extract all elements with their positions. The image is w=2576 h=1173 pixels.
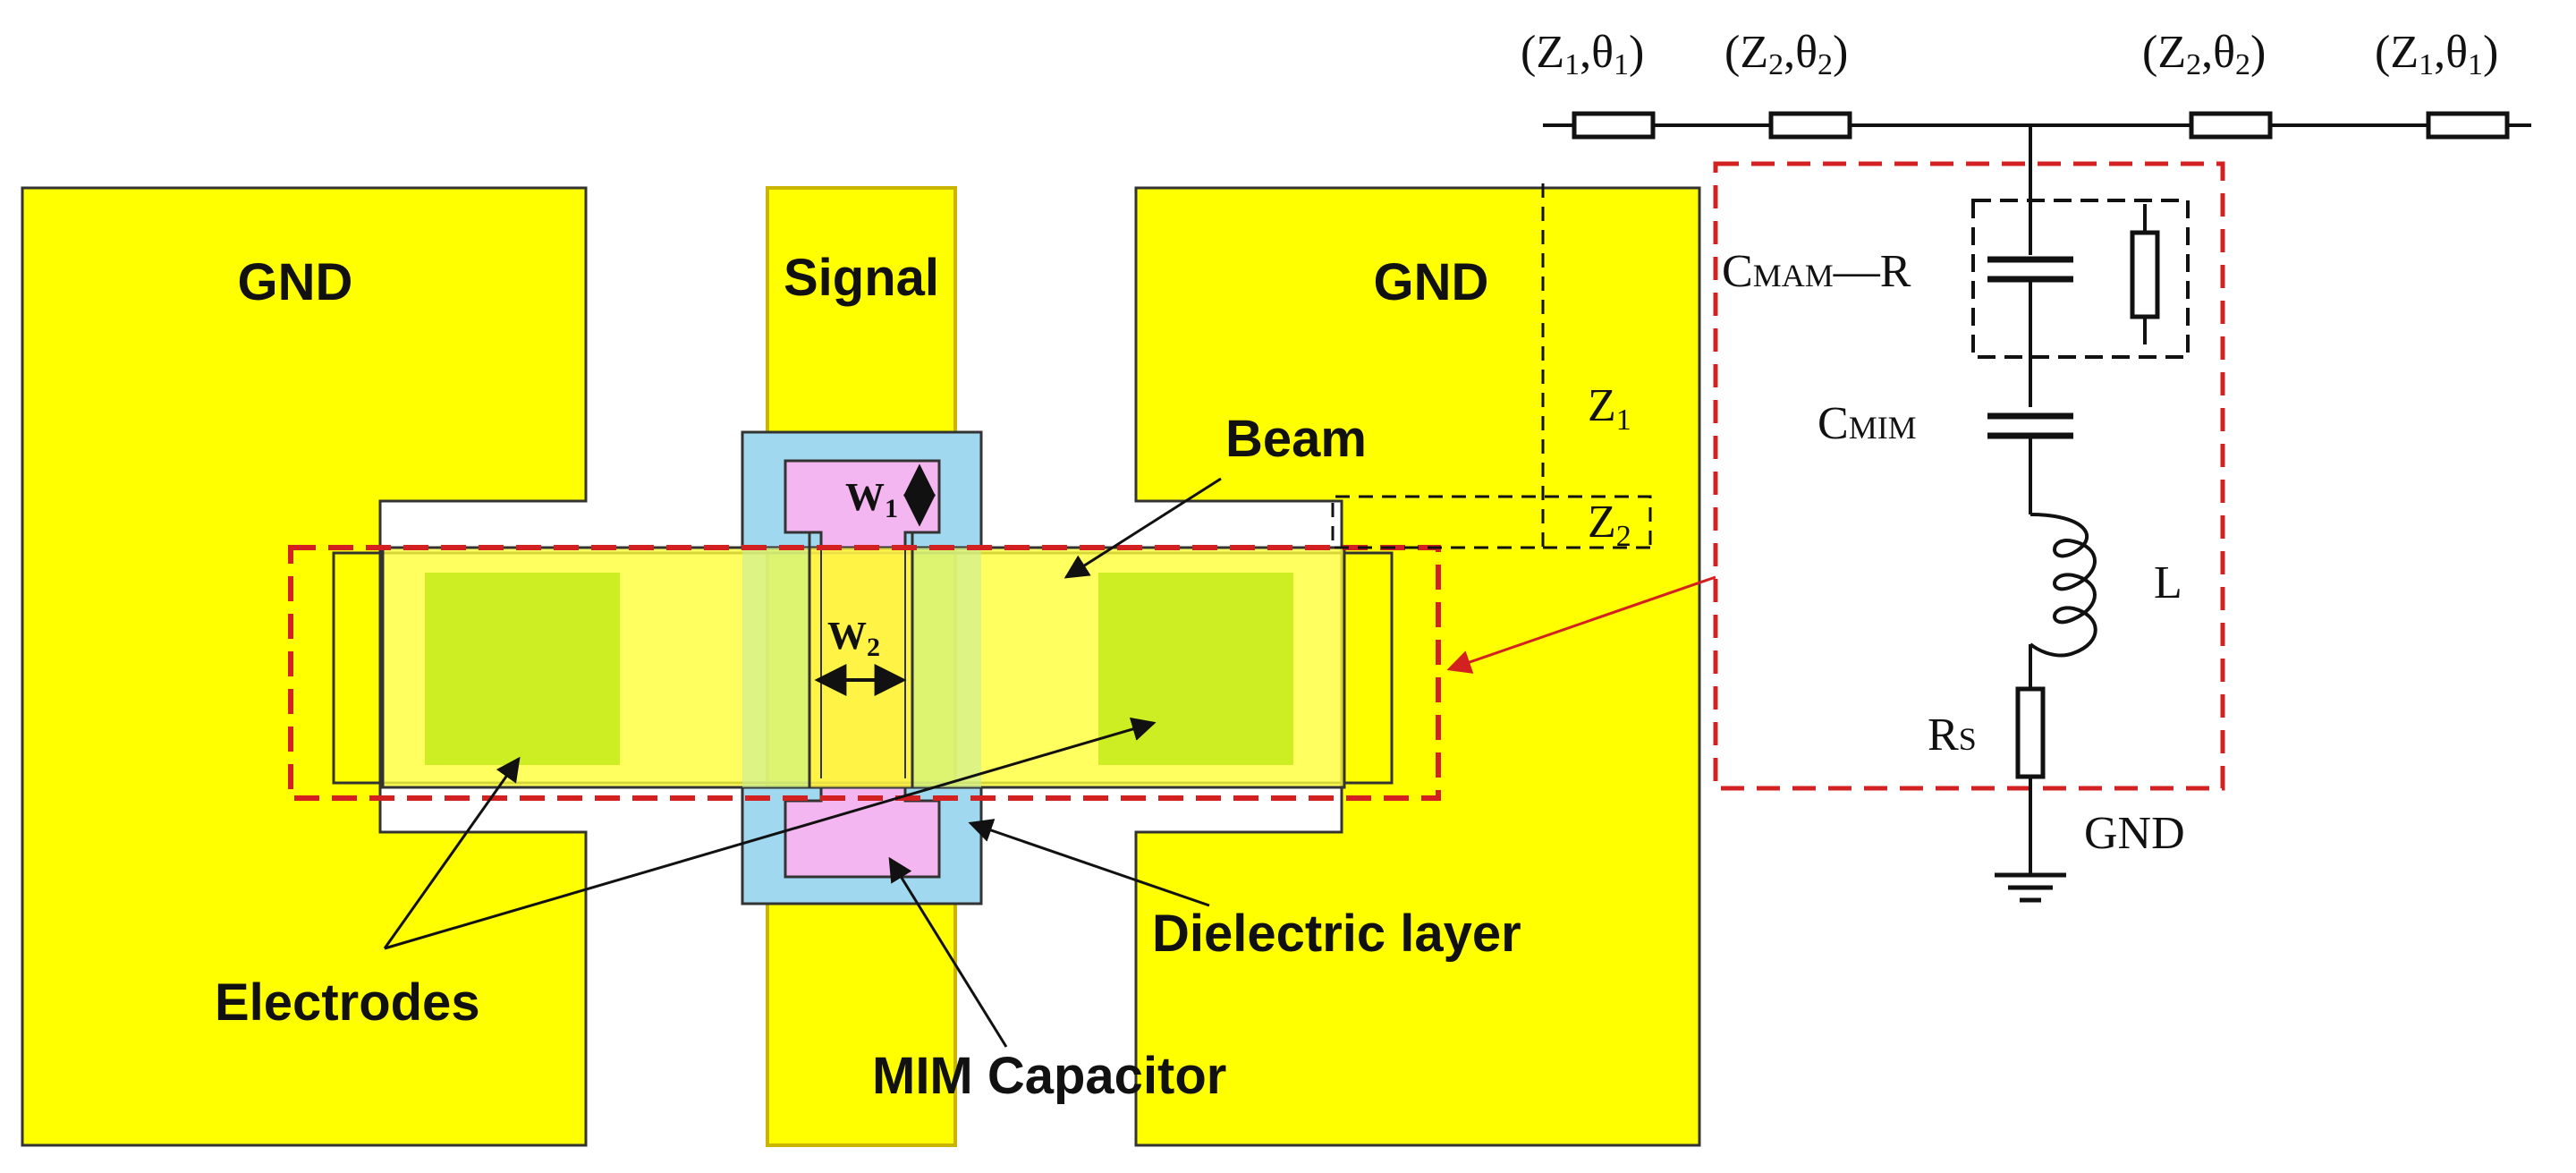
label-gnd-left: GND: [238, 253, 353, 311]
label-signal: Signal: [784, 249, 939, 307]
label-electrodes: Electrodes: [215, 973, 480, 1032]
beam-crossing-right: [912, 548, 981, 787]
red-link-arrow: [1446, 575, 1716, 674]
dielectric-pointer: [968, 819, 1210, 907]
tl-label-2: (Z2,θ2): [1724, 27, 1848, 81]
mim-pointer: [888, 856, 1008, 1048]
label-w2: W2: [827, 614, 880, 662]
shunt-branch-box: [1713, 161, 2225, 791]
label-cmam-r: CMAM—R: [1722, 246, 1911, 297]
label-z1: Z1: [1588, 380, 1631, 437]
label-cmim: CMIM: [1818, 398, 1917, 449]
equivalent-circuit: (Z1,θ1) (Z2,θ2) (Z2,θ2) (Z1,θ1) Z1 Z2 CM…: [1331, 27, 2531, 903]
tl-label-1: (Z1,θ1): [1521, 27, 1644, 81]
tl-element-4: [2426, 111, 2510, 140]
r-parallel: [2130, 230, 2160, 319]
tl-label-3: (Z2,θ2): [2142, 27, 2266, 81]
label-mim: MIM Capacitor: [872, 1047, 1226, 1105]
electrode-right: [1098, 573, 1293, 765]
electrodes-pointer-right: [384, 717, 1157, 950]
label-inductor: L: [2154, 557, 2182, 608]
gnd-left-plane: [21, 186, 588, 1147]
tl-label-4: (Z1,θ1): [2375, 27, 2498, 81]
selection-box: [288, 545, 1441, 801]
label-w1: W1: [845, 475, 898, 523]
label-gnd-right: GND: [1374, 253, 1489, 311]
electrode-left: [425, 573, 620, 765]
tl-element-2: [1768, 111, 1852, 140]
cpw-layout: GND Signal GND Beam W1 W2 Electrodes Die…: [21, 186, 1701, 1147]
tl-element-3: [2189, 111, 2273, 140]
label-beam: Beam: [1225, 410, 1367, 468]
beam-pointer: [1063, 477, 1222, 579]
cmam-r-box: [1971, 199, 2190, 359]
label-dielectric: Dielectric layer: [1152, 905, 1521, 963]
label-z2: Z2: [1588, 497, 1631, 553]
ground-icon: [1995, 872, 2066, 903]
resistor-rs: [2015, 686, 2046, 779]
gnd-right-plane: [1134, 186, 1701, 1147]
electrodes-pointer-left: [383, 756, 521, 949]
z-region-dashed: [1331, 183, 1652, 549]
beam-crossing-center: [809, 548, 912, 787]
label-rs: RS: [1928, 710, 1977, 761]
label-gnd-circuit: GND: [2084, 808, 2185, 859]
beam-crossing-left: [742, 548, 809, 787]
inductor-coil: [2029, 513, 2097, 658]
tl-element-1: [1572, 111, 1656, 140]
